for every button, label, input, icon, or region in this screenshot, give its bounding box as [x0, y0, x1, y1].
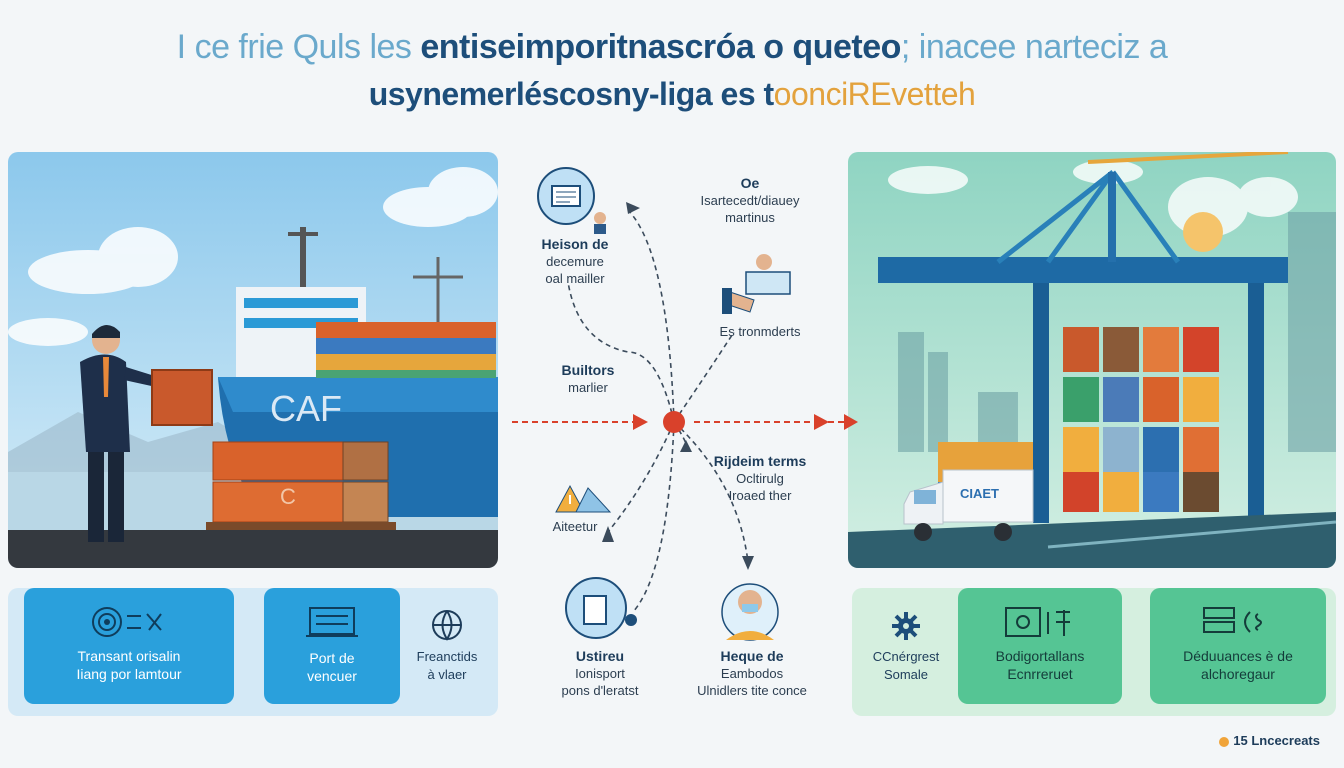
ship-illustration [8, 152, 498, 568]
flow-path-lower [632, 421, 675, 613]
card-transant-line1: Transant orisalin [77, 648, 181, 664]
node1-sub2: oal mailler [545, 271, 605, 286]
subtitle-text-light: oonciREvetteh [773, 76, 976, 112]
node-text-builtors: Builtors marlier [540, 362, 636, 396]
arrow-head-down-right [742, 556, 754, 570]
arrow-head-exit [844, 414, 858, 430]
target-icon [92, 607, 162, 637]
server-icon [1203, 607, 1262, 633]
brand-dot-icon [1219, 736, 1230, 747]
card-port[interactable]: Port de vencuer [264, 588, 400, 704]
ship-icon [306, 607, 358, 637]
card-bodigortallans[interactable]: Bodigortallans Ecnrreruet [958, 588, 1122, 704]
terminal-illustration [848, 152, 1336, 568]
node-text-warning: Aiteetur [530, 518, 620, 535]
flow-path-upper [627, 209, 675, 423]
flow-path-lower-left [607, 421, 675, 533]
card-cnergrest[interactable]: CCnérgrest Somale [856, 588, 956, 704]
title-text-bold: entiseimporitnascróa o queteo [420, 28, 901, 66]
hub-node [663, 411, 685, 433]
warning-node-icon [555, 484, 612, 513]
arrow-head-mid [680, 440, 692, 452]
node4-title: Builtors [561, 362, 615, 378]
node2-title: Oe [740, 175, 760, 191]
page-title-line2: usynemerléscosny-liga es toonciREvetteh [0, 76, 1344, 113]
node5-sub2: Iroaed ther [728, 488, 792, 503]
card-deduuances-line1: Déduuances è de [1183, 648, 1293, 664]
node-text-terms: Rijdeim terms Ocltirulg Iroaed ther [690, 453, 830, 504]
card-freanctids[interactable]: Freanctids à vlaer [400, 588, 494, 704]
handshake-node-icon [722, 254, 791, 314]
node-text-portal: Ustireu Ionisport pons d'leratst [540, 648, 660, 699]
node-text-document: Heison de decemure oal mailler [520, 236, 630, 287]
node6-title: Aiteetur [552, 519, 598, 534]
left-card-strip: Transant orisalin Iiang por lamtour Port… [8, 588, 498, 716]
page-title-line1: I ce frie Quls les entiseimporitnascróa … [0, 28, 1344, 67]
title-text-a: I ce frie Quls les [176, 28, 421, 66]
right-card-strip: CCnérgrest Somale Bodigortallans Ecnrrer… [852, 588, 1336, 716]
right-terminal-scene: CIAET [848, 152, 1336, 568]
card-cnergrest-line2: Somale [883, 667, 929, 682]
card-transant[interactable]: Transant orisalin Iiang por lamtour [24, 588, 234, 704]
subtitle-text-bold: usynemerléscosny-liga es t [368, 76, 774, 112]
node8-title: Heque de [720, 648, 784, 664]
card-transant-line2: Iiang por lamtour [76, 666, 182, 682]
node1-title: Heison de [541, 236, 609, 252]
flow-path-upper-left [567, 281, 675, 423]
card-port-line1: Port de [309, 650, 355, 666]
flow-path-right-down [673, 421, 749, 563]
node5-sub1: Ocltirulg [736, 471, 784, 486]
card-cnergrest-line1: CCnérgrest [872, 649, 940, 664]
card-freanctids-line2: à vlaer [427, 667, 467, 682]
arrow-head-down-left [602, 526, 614, 542]
globe-icon [432, 610, 462, 641]
left-port-scene: CAF C [8, 152, 498, 568]
node2-sub2: martinus [725, 210, 775, 225]
node7-title: Ustireu [575, 648, 625, 664]
truck-label: CIAET [960, 486, 999, 501]
worker-node-icon [721, 583, 779, 641]
node1-sub1: decemure [546, 254, 604, 269]
node7-sub2: pons d'leratst [561, 683, 639, 698]
portal-node-icon [565, 577, 637, 639]
arrow-head-right [814, 414, 829, 430]
gear-icon [892, 612, 920, 640]
node8-sub2: Ulnidlers tite conce [697, 683, 807, 698]
card-freanctids-line1: Freanctids [416, 649, 478, 664]
flow-diagram [512, 167, 858, 641]
node-text-upper-right: Oe Isartecedt/diauey martinus [680, 175, 820, 226]
node4-sub1: marlier [568, 380, 608, 395]
container-label: C [280, 484, 296, 509]
document-node-icon [537, 167, 606, 234]
node-text-worker: Heque de Eambodos Ulnidlers tite conce [682, 648, 822, 699]
node3-title: Es tronmderts [719, 324, 801, 339]
node5-title: Rijdeim terms [713, 453, 807, 469]
card-deduuances-line2: alchoregaur [1201, 666, 1275, 682]
card-deduuances[interactable]: Déduuances è de alchoregaur [1150, 588, 1326, 704]
ship-hull-label: CAF [270, 388, 342, 429]
node2-sub1: Isartecedt/diauey [700, 193, 800, 208]
node7-sub1: Ionisport [575, 666, 625, 681]
arrow-head-up [626, 202, 640, 214]
footer-brand-text: 15 Lncecreats [1233, 733, 1320, 748]
node8-sub1: Eambodos [720, 666, 784, 681]
document-icon [1005, 607, 1070, 637]
flow-path-upper-right [673, 331, 735, 423]
card-port-line2: vencuer [307, 668, 357, 684]
card-bodigortallans-line2: Ecnrreruet [1007, 666, 1073, 682]
title-text-b: ; inacee narteciz a [900, 28, 1168, 66]
node-text-handshake: Es tronmderts [690, 323, 830, 340]
card-bodigortallans-line1: Bodigortallans [995, 648, 1085, 664]
arrow-head-center [633, 414, 648, 430]
footer-brand: 15 Lncecreats [1219, 733, 1320, 748]
